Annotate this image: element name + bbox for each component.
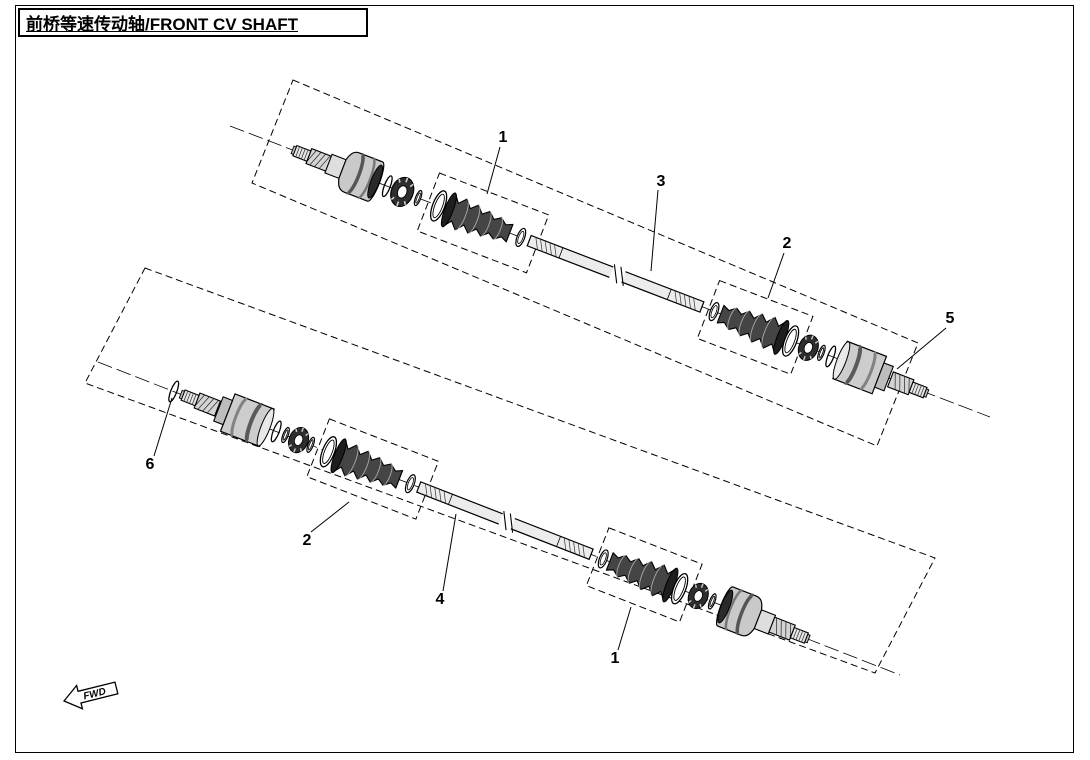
callout-number: 4: [436, 591, 445, 608]
callout-2-bottom: 2: [303, 501, 350, 549]
assembly-group-box-bottom: [84, 267, 936, 674]
cv-boot: [602, 544, 682, 604]
inner-cv-joint: [828, 338, 898, 400]
callout-5: 5: [896, 310, 955, 370]
title-box: 前桥等速传动轴/FRONT CV SHAFT: [18, 8, 368, 37]
top-shaft-assembly: [289, 141, 931, 402]
joint-cage-nut: [683, 579, 713, 613]
joint-cage-nut: [385, 173, 419, 211]
callout-1-bottom: 1: [611, 606, 632, 667]
boot-clamp-small: [513, 226, 529, 249]
callout-4: 4: [436, 513, 457, 608]
inner-stub-shaft: [177, 386, 221, 417]
assembly-group-box-top: [251, 79, 919, 447]
callout-6: 6: [146, 397, 173, 473]
callout-number: 2: [303, 532, 312, 549]
boot-clamp-small: [402, 472, 418, 495]
callout-1-top: 1: [486, 129, 508, 195]
fwd-arrow-shape: [62, 681, 119, 710]
inner-cv-joint: [209, 388, 279, 450]
inner-stub-shaft: [887, 371, 931, 402]
callout-3: 3: [650, 173, 666, 272]
callout-2-top: 2: [767, 235, 792, 299]
fwd-label: FWD: [82, 686, 107, 702]
cv-boot: [327, 436, 407, 497]
page-title: 前桥等速传动轴/FRONT CV SHAFT: [26, 15, 298, 34]
bottom-shaft-assembly: [166, 379, 813, 648]
washer: [412, 189, 424, 208]
callout-number: 1: [611, 650, 620, 667]
axle-shaft: [415, 478, 595, 563]
callout-number: 5: [946, 310, 955, 327]
axle-shaft: [525, 232, 706, 316]
outer-cv-joint: [711, 583, 782, 646]
outer-stub-shaft: [289, 141, 333, 172]
cv-boot: [437, 190, 517, 251]
callout-number: 2: [783, 235, 792, 252]
callout-number: 3: [657, 173, 666, 190]
callout-number: 6: [146, 456, 155, 473]
fwd-arrow: FWD: [62, 681, 119, 710]
callout-number: 1: [499, 129, 508, 146]
cv-boot: [713, 296, 793, 357]
outer-cv-joint: [319, 142, 389, 205]
